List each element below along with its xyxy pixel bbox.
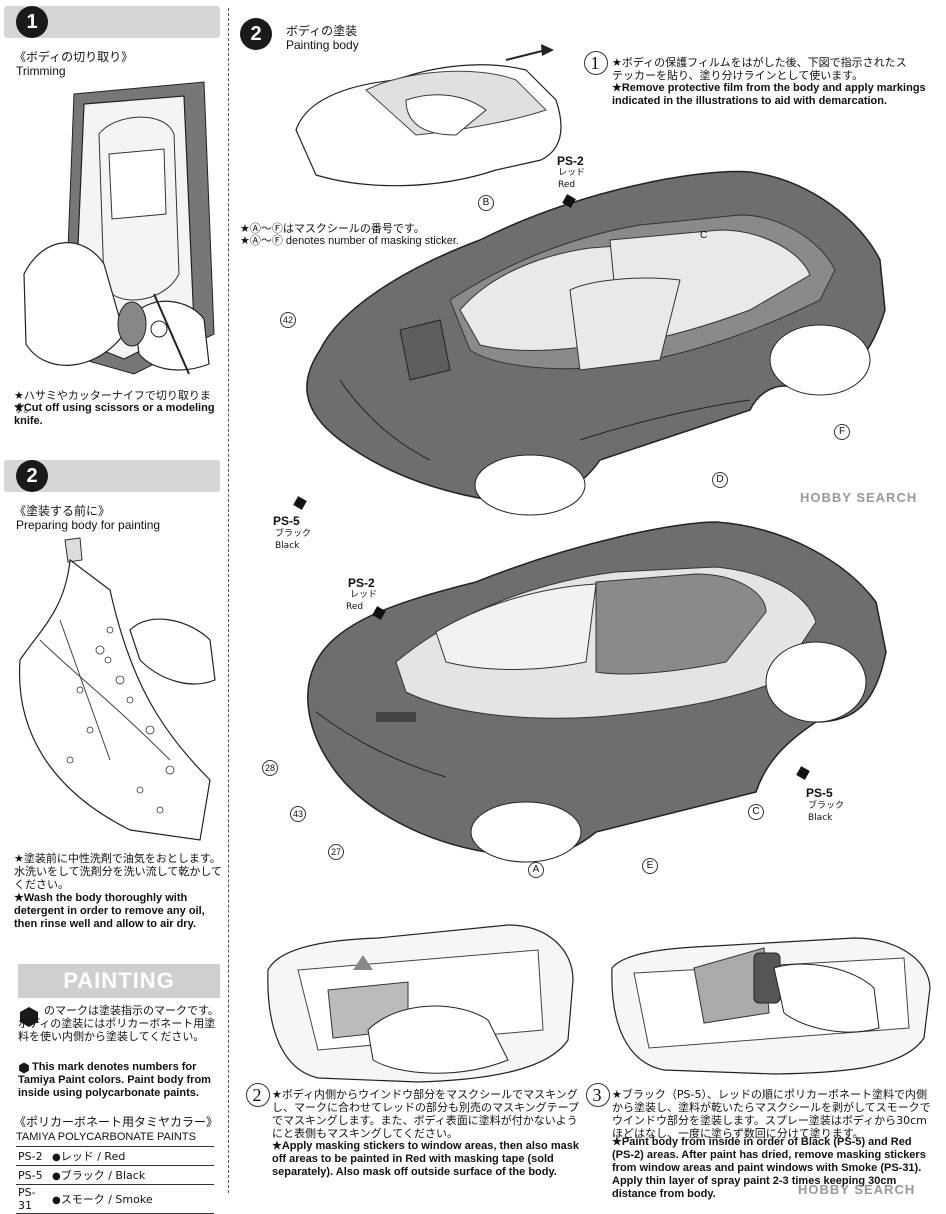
bottom-car-illustration xyxy=(307,521,887,863)
top-ps2-jp: レッド xyxy=(558,168,586,178)
bottom-ps2-en: Red xyxy=(346,602,364,612)
step2-left-note-jp: ★塗装前に中性洗剤で油気をおとします。水洗いをして洗剤分を洗い流して乾かしてくだ… xyxy=(14,852,223,891)
bottom-ps5-code: PS-5 xyxy=(806,786,833,800)
sub1-text-jp: ★ボディの保護フィルムをはがした後、下図で指示されたステッカーを貼り、塗り分けラ… xyxy=(612,56,907,82)
sub3-text-en: ★Paint body from inside in order of Blac… xyxy=(612,1136,926,1200)
sub3-text-jp: ★ブラック（PS-5）、レッドの順にポリカーボネート塗料で内側から塗装し、塗料が… xyxy=(612,1088,931,1140)
paint-mark-icon-small xyxy=(19,1062,29,1074)
step2-right-number: 2 xyxy=(240,18,272,50)
top-label-42: 42 xyxy=(280,312,296,328)
top-label-f: F xyxy=(834,424,850,440)
top-label-b: B xyxy=(478,195,494,211)
top-ps5-jp: ブラック xyxy=(275,529,312,539)
step2-left-title-en: Preparing body for painting xyxy=(16,518,161,532)
bottom-ps2-code: PS-2 xyxy=(348,576,375,590)
washing-illustration xyxy=(18,537,216,841)
table-row: PS-31 ●スモーク / Smoke xyxy=(16,1184,214,1214)
sub3-number: 3 xyxy=(582,1080,612,1110)
painting-header: PAINTING xyxy=(18,964,220,998)
painting-mark-jp: のマークは塗装指示のマークです。ボディの塗装にはポリカーボネート用塗料を使い内側… xyxy=(18,1004,219,1043)
step1-title-en: Trimming xyxy=(16,64,66,78)
bottom-label-28: 28 xyxy=(262,760,278,776)
watermark-bottom: HOBBY SEARCH xyxy=(798,1182,916,1197)
step2-left-number: 2 xyxy=(16,460,48,492)
bottom-label-c: C xyxy=(748,804,764,820)
paint-code: PS-2 xyxy=(16,1146,50,1166)
sub2-text-jp: ★ボディ内側からウインドウ部分をマスクシールでマスキングし、マークに合わせてレッ… xyxy=(272,1088,580,1140)
step2-right-title-jp: ボディの塗装 xyxy=(286,24,358,38)
paints-table-title-jp: 《ポリカーボネート用タミヤカラー》 xyxy=(14,1115,219,1129)
top-car-illustration xyxy=(306,170,886,516)
bottom-label-e: E xyxy=(642,858,658,874)
bottom-label-a: A xyxy=(528,862,544,878)
small-body-illustration xyxy=(295,44,562,187)
top-ps5-en: Black xyxy=(275,541,300,551)
top-ps5-code: PS-5 xyxy=(273,514,300,528)
bottom-ps5-en: Black xyxy=(808,813,833,823)
bottom-label-43: 43 xyxy=(290,806,306,822)
sub1-number: 1 xyxy=(580,48,610,78)
step1-note-en: ★Cut off using scissors or a modeling kn… xyxy=(14,402,215,427)
paint-name: ●スモーク / Smoke xyxy=(50,1184,214,1214)
table-row: PS-5 ●ブラック / Black xyxy=(16,1165,214,1185)
step1-title-jp: 《ボディの切り取り》 xyxy=(14,50,134,64)
inside-spray-illustration xyxy=(611,937,931,1075)
top-ps2-code: PS-2 xyxy=(557,154,584,168)
top-label-c: C xyxy=(700,230,708,241)
step2-right-title-en: Painting body xyxy=(286,38,359,52)
table-row: PS-2 ●レッド / Red xyxy=(16,1146,214,1166)
step1-note-jp: ★ハサミやカッターナイフで切り取ります。 xyxy=(14,389,211,415)
paints-table-title-en: TAMIYA POLYCARBONATE PAINTS xyxy=(16,1131,196,1143)
paint-code: PS-31 xyxy=(16,1184,50,1214)
masking-note-en: ★Ⓐ～Ⓕ denotes number of masking sticker. xyxy=(240,235,459,247)
top-ps2-en: Red xyxy=(558,180,576,190)
paint-name: ●レッド / Red xyxy=(50,1146,214,1166)
watermark: HOBBY SEARCH xyxy=(800,490,918,505)
trimming-illustration xyxy=(23,81,215,375)
sub1-text-en: ★Remove protective film from the body an… xyxy=(612,82,926,107)
painting-mark-en: This mark denotes numbers for Tamiya Pai… xyxy=(18,1061,211,1099)
sub2-text-en: ★Apply masking stickers to window areas,… xyxy=(272,1140,579,1178)
paint-name: ●ブラック / Black xyxy=(50,1165,214,1185)
paint-mark-icon xyxy=(20,1007,38,1027)
top-label-d: D xyxy=(712,472,728,488)
inside-masking-illustration xyxy=(267,924,574,1083)
column-divider xyxy=(228,8,229,1193)
masking-note-jp: ★Ⓐ～Ⓕはマスクシールの番号です。 xyxy=(240,222,425,235)
bottom-ps2-jp: レッド xyxy=(350,590,378,600)
bottom-label-27: 27 xyxy=(328,844,344,860)
step2-left-title-jp: 《塗装する前に》 xyxy=(14,504,111,518)
sub2-number: 2 xyxy=(242,1080,272,1110)
paints-table: PS-2 ●レッド / Red PS-5 ●ブラック / Black PS-31… xyxy=(16,1146,214,1214)
bottom-ps5-jp: ブラック xyxy=(808,801,845,811)
paint-code: PS-5 xyxy=(16,1165,50,1185)
step2-left-note-en: ★Wash the body thoroughly with detergent… xyxy=(14,892,205,930)
step1-number: 1 xyxy=(16,6,48,38)
